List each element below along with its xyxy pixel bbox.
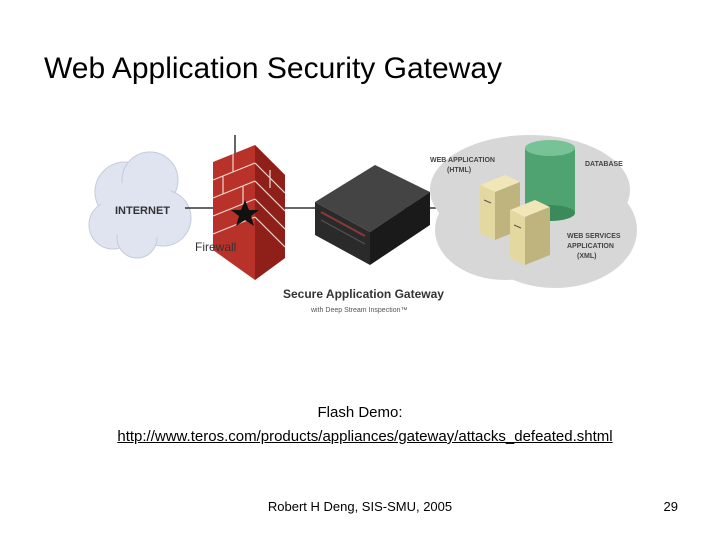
database-label: DATABASE — [585, 161, 623, 168]
slide-title: Web Application Security Gateway — [44, 52, 503, 85]
internet-label: INTERNET — [115, 205, 170, 217]
webservices-label-line2: APPLICATION — [567, 243, 614, 250]
network-diagram: INTERNET Firewall Secure A — [88, 135, 637, 314]
server-icon — [510, 200, 550, 265]
webapp-label-line2: (HTML) — [447, 167, 471, 174]
flash-demo-label: Flash Demo: — [317, 404, 403, 421]
gateway-appliance-icon — [315, 165, 430, 265]
gateway-sublabel: with Deep Stream Inspection™ — [310, 307, 408, 314]
flash-demo-link[interactable]: http://www.teros.com/products/appliances… — [117, 428, 613, 445]
firewall-icon — [212, 145, 286, 280]
internet-cloud-icon — [88, 151, 192, 259]
gateway-label: Secure Application Gateway — [283, 287, 444, 301]
server-icon — [480, 175, 520, 240]
footer-credit: Robert H Deng, SIS-SMU, 2005 — [267, 499, 453, 514]
webservices-label-line3: (XML) — [577, 253, 596, 260]
firewall-label: Firewall — [195, 240, 236, 254]
webapp-label-line1: WEB APPLICATION — [430, 157, 495, 164]
page-number: 29 — [663, 499, 678, 514]
webservices-label-line1: WEB SERVICES — [567, 233, 621, 240]
